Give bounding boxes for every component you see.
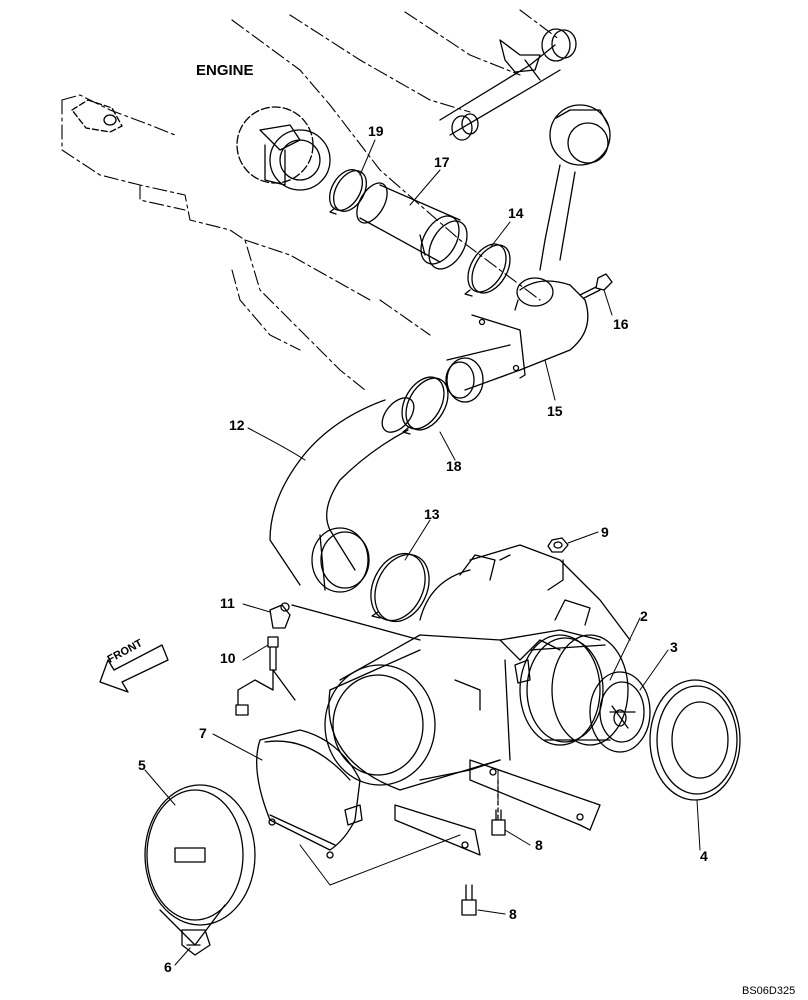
turbo-outlet <box>236 106 331 191</box>
air-cleaner-housing <box>324 544 631 791</box>
callout-7: 7 <box>199 725 207 741</box>
callout-15: 15 <box>547 403 563 419</box>
callout-14: 14 <box>508 205 524 221</box>
part-3-element <box>589 671 651 753</box>
callout-8-upper: 8 <box>535 837 543 853</box>
engine-pulley <box>539 104 611 271</box>
part-11-fitting <box>269 602 421 641</box>
part-14-clamp <box>464 243 511 297</box>
part-8-bolt-upper <box>491 809 506 836</box>
part-5-cap <box>144 784 256 946</box>
callout-3: 3 <box>670 639 678 655</box>
part-10-sensor <box>235 636 296 716</box>
front-arrow-icon <box>99 644 169 693</box>
part-9-nut <box>547 537 569 591</box>
part-13-clamp <box>370 552 430 623</box>
callout-16: 16 <box>613 316 629 332</box>
engine-outline <box>61 9 561 391</box>
callout-2: 2 <box>640 608 648 624</box>
air-cleaner-cover-ring <box>514 634 629 746</box>
callout-11: 11 <box>220 595 235 611</box>
callout-9: 9 <box>601 524 609 540</box>
callout-19: 19 <box>368 123 384 139</box>
callout-4: 4 <box>700 848 708 864</box>
engine-title: ENGINE <box>196 62 254 79</box>
part-15-elbow <box>445 277 589 403</box>
engine-top-pipe <box>439 28 577 141</box>
part-6-valve <box>181 929 211 956</box>
callout-18: 18 <box>446 458 462 474</box>
callout-5: 5 <box>138 757 146 773</box>
callout-10: 10 <box>220 650 236 666</box>
part-8-bolt-lower <box>461 884 477 916</box>
callout-12: 12 <box>229 417 245 433</box>
part-7-band <box>256 729 363 859</box>
part-16-bolt <box>579 273 613 299</box>
part-18-clamp <box>401 376 449 435</box>
leader-lines <box>144 139 701 966</box>
callout-13: 13 <box>424 506 440 522</box>
part-12-hose <box>269 397 415 593</box>
callout-6: 6 <box>164 959 172 975</box>
callout-8-lower: 8 <box>509 906 517 922</box>
callout-17: 17 <box>434 154 450 170</box>
guide-lines <box>299 769 499 886</box>
part-17-hose <box>356 182 468 270</box>
part-4-cover <box>649 679 741 801</box>
engine-bracket <box>71 99 123 133</box>
drawing-code: BS06D325 <box>742 985 796 997</box>
